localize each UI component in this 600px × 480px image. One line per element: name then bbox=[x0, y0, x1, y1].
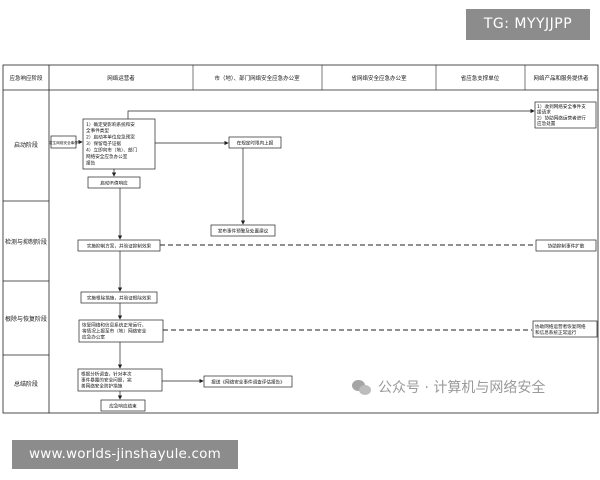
header-operator: 网络运营者 bbox=[107, 74, 135, 82]
restore-line3: 应急办公室 bbox=[82, 334, 105, 341]
node-eradicate-label: 实施根除措施，并验证根除效果 bbox=[87, 295, 152, 302]
node-eradicate bbox=[80, 291, 158, 304]
assist-restore-line1: 协助网络运营者恢复网络 bbox=[535, 323, 586, 330]
wechat-icon bbox=[352, 379, 372, 396]
vendor-notify-line1: 1）收到网络安全事件支 bbox=[537, 103, 586, 110]
node-report-up bbox=[228, 136, 282, 149]
stage-start: 启动阶段 bbox=[14, 141, 38, 149]
wechat-watermark: 公众号 · 计算机与网络安全 bbox=[352, 376, 545, 398]
vendor-notify-line3: 2）协助网络运营者进行 bbox=[537, 115, 586, 122]
summary-actions-line3: 善网络安全防护措施 bbox=[81, 383, 123, 390]
stage-recover: 根除与恢复阶段 bbox=[5, 315, 47, 323]
wechat-watermark-text: 公众号 · 计算机与网络安全 bbox=[378, 380, 546, 396]
restore-line1: 恢复网络和信息系统正常运行， bbox=[82, 322, 146, 329]
node-archive-label: 应急响应结束 bbox=[109, 403, 137, 410]
node-assist-detect bbox=[535, 239, 597, 252]
start-actions-line2: 全事件类型 bbox=[86, 127, 109, 134]
header-stage: 应急响应阶段 bbox=[9, 74, 43, 82]
summary-actions-line1: 根据分析调查，针对本次 bbox=[81, 371, 132, 378]
assist-restore-line2: 和信息系统正常运行 bbox=[535, 329, 577, 336]
start-actions-line7: 报告 bbox=[86, 160, 96, 167]
node-start-incident-label: 启动IR值响应 bbox=[100, 180, 128, 187]
node-publish-warning-label: 发布事件预警及处置建议 bbox=[218, 228, 269, 235]
node-report-submit bbox=[203, 375, 293, 388]
header-support: 省应急支撑单位 bbox=[461, 74, 500, 82]
arrow-actions-to-vendor bbox=[127, 108, 535, 119]
node-event-label: 发生网络安全事件 bbox=[49, 140, 78, 145]
start-actions-line5: 4）立即向市（地）、部门 bbox=[86, 147, 138, 154]
node-start-actions bbox=[82, 118, 156, 170]
node-report-up-label: 在规定时限内上报 bbox=[237, 140, 274, 147]
header-province-office: 省网络安全应急办公室 bbox=[351, 74, 407, 82]
vendor-notify-line4: 应急处置 bbox=[537, 120, 556, 127]
vendor-notify-line2: 援请求 bbox=[537, 109, 551, 116]
restore-line2: 将情况上报至市（地）网络安全 bbox=[82, 328, 147, 335]
node-detect-plan bbox=[77, 239, 161, 252]
site-watermark: www.worlds-jinshayule.com bbox=[12, 440, 238, 469]
summary-actions-line2: 事件暴露的安全问题，完 bbox=[81, 377, 132, 384]
stage-detect: 检测与抑制阶段 bbox=[5, 238, 47, 246]
tg-watermark: TG: MYYJJPP bbox=[466, 9, 590, 40]
start-actions-line4: 3）保留电子证据 bbox=[86, 140, 121, 147]
start-actions-line3: 2）启动本单位应急预案 bbox=[86, 134, 135, 141]
node-publish-warning bbox=[210, 224, 276, 237]
start-actions-line6: 网络安全应急办公室 bbox=[86, 153, 128, 160]
start-actions-line1: 1）确定受影响系统和安 bbox=[86, 121, 135, 128]
header-vendor: 网络产品和服务提供者 bbox=[533, 74, 589, 82]
stage-summary: 总结阶段 bbox=[14, 380, 38, 388]
node-restore bbox=[78, 319, 164, 343]
node-detect-plan-label: 实施抑制方案，并验证抑制效果 bbox=[87, 243, 152, 250]
node-report-submit-label: 报送《网络安全事件调查评估报告》 bbox=[211, 379, 285, 386]
node-vendor-notify bbox=[534, 101, 597, 129]
node-archive bbox=[100, 399, 146, 412]
node-start-incident bbox=[87, 176, 141, 189]
diagram-frame bbox=[2, 64, 599, 414]
node-assist-restore bbox=[532, 320, 598, 338]
header-city-office: 市（地）、部门网络安全应急办公室 bbox=[214, 74, 300, 82]
node-assist-detect-label: 协助抑制事件扩散 bbox=[548, 243, 585, 250]
